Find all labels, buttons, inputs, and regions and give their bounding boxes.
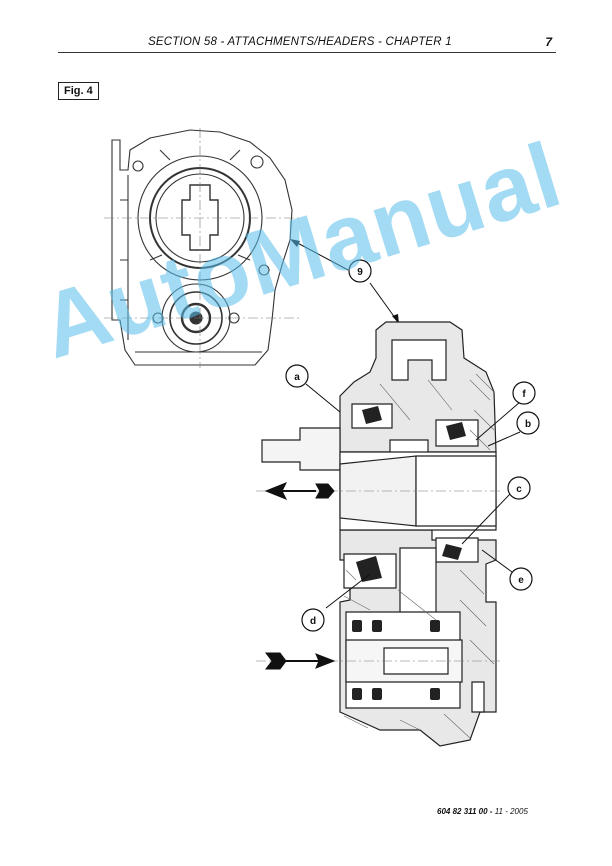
hatching bbox=[343, 373, 495, 739]
page-header: SECTION 58 - ATTACHMENTS/HEADERS - CHAPT… bbox=[58, 34, 556, 53]
page-number: 7 bbox=[545, 35, 552, 49]
page-footer: 604 82 311 00 - 11 - 2005 bbox=[437, 807, 528, 816]
leader-lines-9 bbox=[291, 239, 399, 323]
callout-f-circle bbox=[512, 381, 536, 405]
callout-e-circle bbox=[509, 567, 533, 591]
centerlines bbox=[104, 128, 300, 368]
callout-a: a bbox=[294, 372, 300, 383]
callout-e: e bbox=[518, 575, 524, 586]
bearing-rollers bbox=[352, 406, 466, 700]
footer-separator: - bbox=[487, 807, 495, 816]
callout-a-circle bbox=[285, 364, 309, 388]
callout-9: 9 bbox=[357, 267, 363, 278]
callout-texts: 9 a f b c e d bbox=[294, 267, 531, 627]
callout-c-circle bbox=[507, 476, 531, 500]
doc-number: 604 82 311 00 bbox=[437, 807, 488, 816]
doc-date: 11 - 2005 bbox=[494, 807, 528, 816]
callout-b: b bbox=[525, 419, 531, 430]
callout-b-circle bbox=[516, 411, 540, 435]
callout-c: c bbox=[516, 484, 522, 495]
callout-circles bbox=[285, 259, 540, 632]
callout-d-circle bbox=[301, 608, 325, 632]
callout-9-circle bbox=[348, 259, 372, 283]
section-title: SECTION 58 - ATTACHMENTS/HEADERS - CHAPT… bbox=[148, 36, 452, 48]
output-arrow bbox=[264, 482, 335, 500]
arrowhead-9-left bbox=[290, 239, 300, 247]
callout-d: d bbox=[310, 616, 316, 627]
gearbox-end-view bbox=[111, 129, 293, 366]
callout-f: f bbox=[522, 389, 526, 400]
input-arrow bbox=[265, 652, 336, 670]
figure-label: Fig. 4 bbox=[58, 82, 99, 100]
callout-leaders bbox=[305, 383, 521, 609]
